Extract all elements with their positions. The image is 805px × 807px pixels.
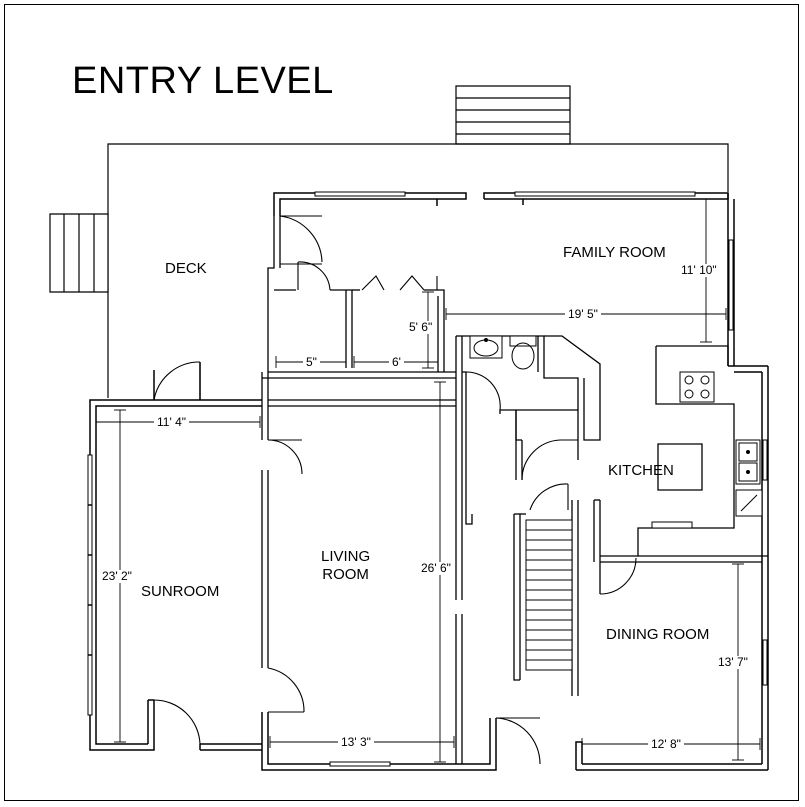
dimension-living-room-width: 13' 3" [338, 736, 374, 749]
deck-steps [50, 214, 108, 292]
room-label-living-line2: ROOM [322, 566, 369, 583]
room-label-deck: DECK [165, 260, 207, 277]
dimension-sunroom-depth: 23' 2" [99, 570, 135, 583]
room-label-family-room: FAMILY ROOM [563, 244, 666, 261]
room-label-living-room: LIVING ROOM [321, 548, 370, 584]
dimension-family-room-width: 19' 5" [565, 308, 601, 321]
dimension-closet-depth: 5' 6" [406, 321, 436, 334]
interior-walls [262, 216, 768, 764]
room-label-kitchen: KITCHEN [608, 462, 674, 479]
staircase [526, 520, 572, 670]
bathroom-fixtures [470, 336, 536, 369]
dimension-family-room-depth: 11' 10" [678, 264, 720, 277]
dimension-closet-a-width: 5" [303, 356, 320, 369]
dimension-dining-room-depth: 13' 7" [715, 656, 751, 669]
dimension-closet-b-width: 6' [389, 356, 404, 369]
room-label-sunroom: SUNROOM [141, 583, 220, 600]
doors [154, 216, 636, 764]
dimension-sunroom-width: 11' 4" [154, 416, 190, 429]
chimney [456, 86, 570, 144]
dimension-living-room-depth: 26' 6" [418, 562, 454, 575]
dimension-dining-room-width: 12' 8" [648, 738, 684, 751]
page-title: ENTRY LEVEL [72, 60, 334, 102]
room-label-living-line1: LIVING [321, 548, 371, 565]
exterior-walls [88, 192, 768, 770]
kitchen-appliances [652, 372, 762, 528]
room-label-dining-room: DINING ROOM [606, 626, 710, 643]
page-border [4, 4, 799, 801]
